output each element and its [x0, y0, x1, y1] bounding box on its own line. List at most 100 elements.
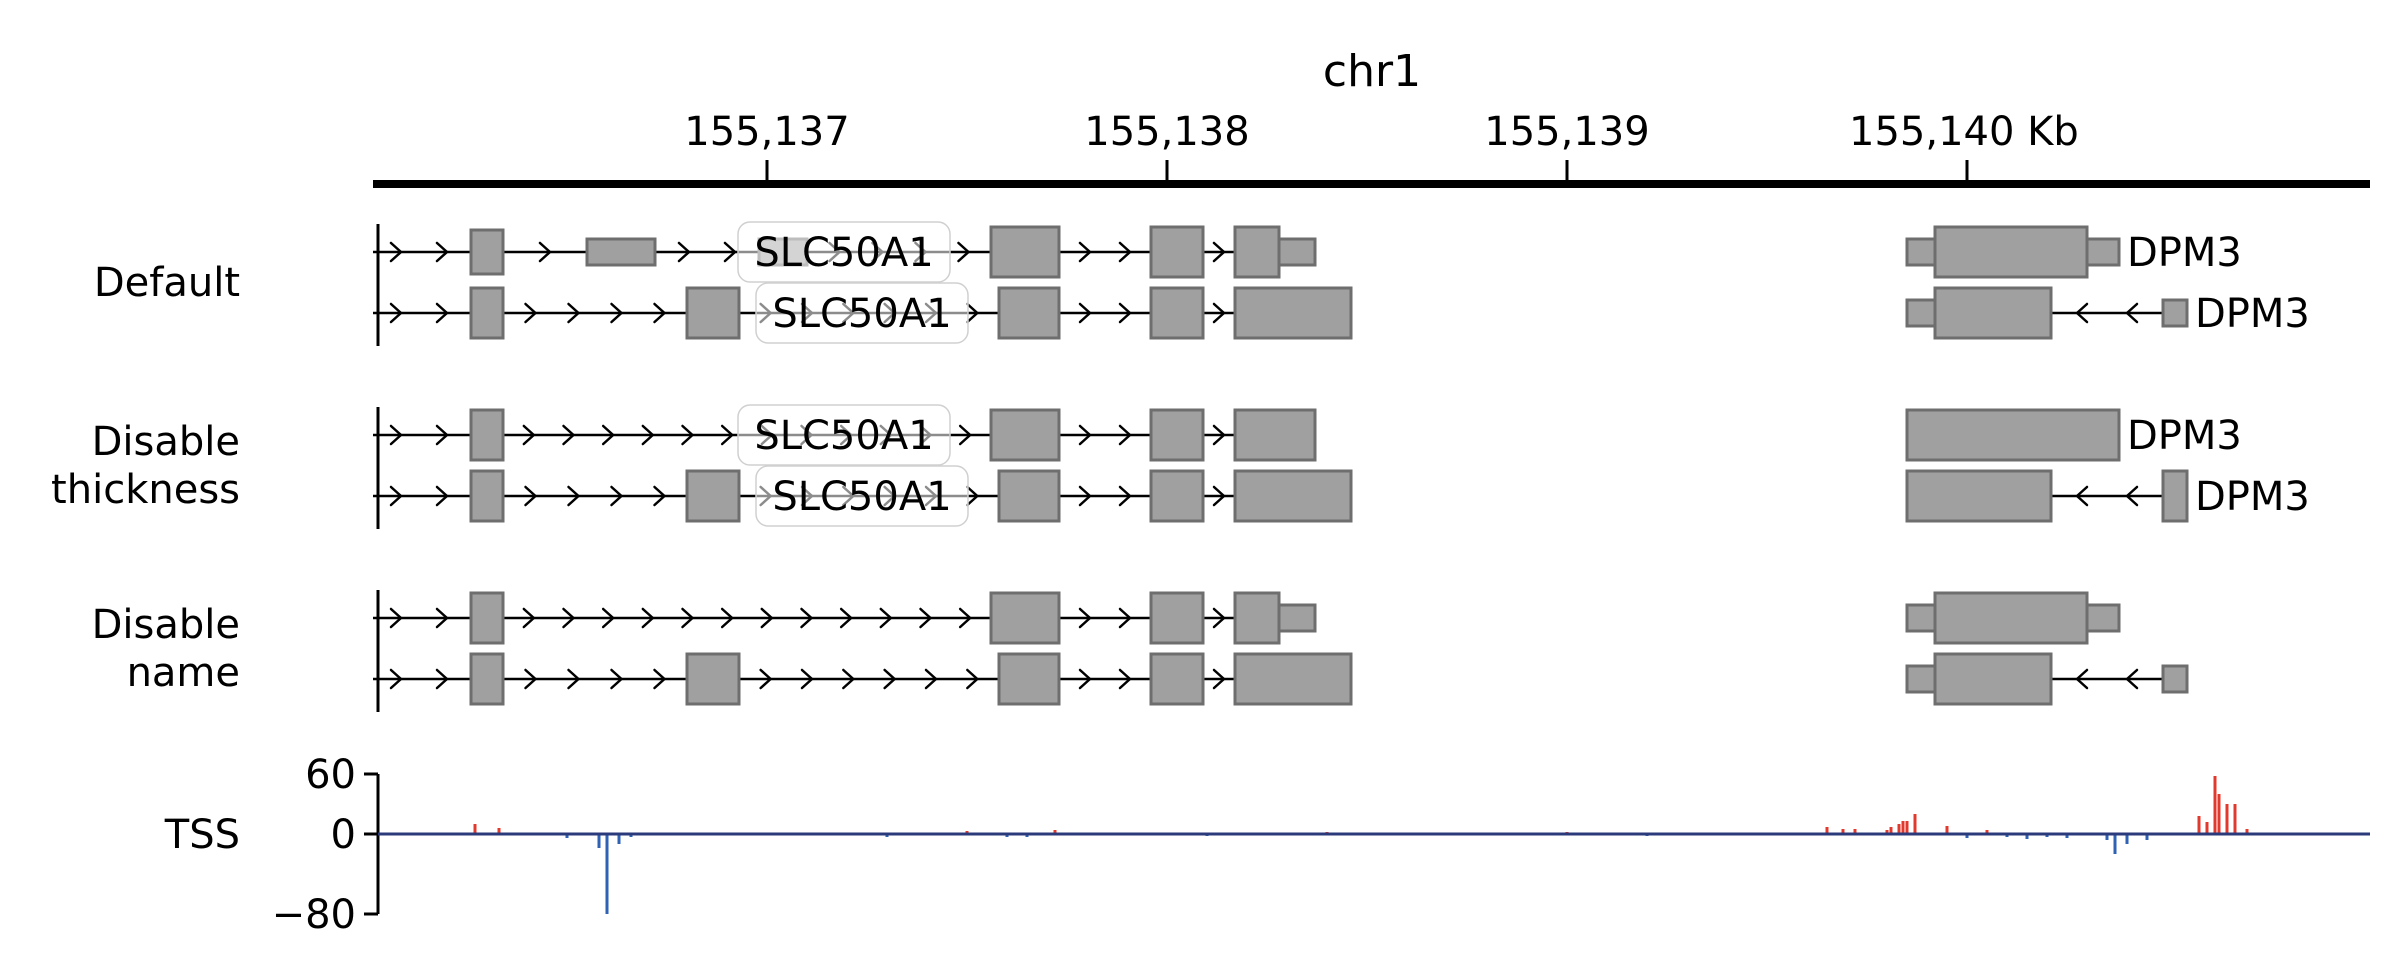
chevron-right-icon	[720, 607, 734, 629]
exon	[1149, 286, 1205, 340]
chevron-right-icon	[759, 668, 772, 690]
exon	[1933, 286, 2053, 340]
exon	[585, 237, 657, 267]
chevron-right-icon	[522, 607, 536, 629]
signal-y-tick-label: −80	[272, 892, 356, 938]
chevron-right-icon	[1078, 668, 1092, 690]
chevron-right-icon	[760, 607, 774, 629]
chevron-right-icon	[1078, 485, 1092, 507]
exon	[469, 228, 505, 276]
axis-tick-label: 155,138	[1084, 109, 1249, 155]
chevron-left-icon	[2125, 668, 2139, 690]
chevron-right-icon	[1212, 424, 1226, 446]
exon	[1233, 652, 1353, 706]
chevron-right-icon	[966, 668, 979, 690]
exon	[2161, 469, 2189, 523]
gene-label-box	[737, 404, 951, 466]
chevron-right-icon	[610, 668, 623, 690]
chevron-right-icon	[435, 607, 449, 629]
gene-name-label: DPM3	[2195, 474, 2310, 520]
axis-tick-label: 155,137	[684, 109, 849, 155]
exon	[997, 286, 1061, 340]
track-label: thickness	[51, 467, 240, 513]
chevron-right-icon	[1078, 302, 1092, 324]
chevron-right-icon	[389, 241, 403, 263]
exon	[989, 591, 1061, 645]
chevron-right-icon	[723, 241, 737, 263]
gene-name-label: SLC50A1	[754, 413, 933, 459]
track-label: Disable	[92, 419, 240, 465]
signal-y-tick-label: 0	[331, 812, 356, 858]
chevron-right-icon	[919, 607, 932, 629]
chevron-right-icon	[677, 241, 691, 263]
exon	[2085, 237, 2121, 267]
exon	[1233, 225, 1281, 279]
gene-name-label: SLC50A1	[772, 291, 951, 337]
chevron-right-icon	[641, 424, 655, 446]
chevron-right-icon	[1212, 302, 1226, 324]
chevron-right-icon	[839, 607, 853, 629]
chevron-right-icon	[1212, 668, 1226, 690]
chevron-right-icon	[842, 668, 855, 690]
chevron-right-icon	[957, 241, 970, 263]
exon	[469, 408, 505, 462]
chevron-right-icon	[720, 424, 734, 446]
chevron-right-icon	[389, 424, 403, 446]
chevron-right-icon	[435, 302, 449, 324]
exon	[1933, 225, 2089, 279]
exon	[685, 286, 741, 340]
exon	[1149, 591, 1205, 645]
chevron-right-icon	[562, 607, 575, 629]
exon	[1149, 652, 1205, 706]
chevron-right-icon	[958, 424, 972, 446]
exon	[1233, 286, 1353, 340]
chevron-right-icon	[435, 668, 449, 690]
exon	[1233, 408, 1317, 462]
chevron-right-icon	[389, 485, 403, 507]
exon	[1905, 237, 1937, 267]
exon	[469, 591, 505, 645]
chevron-right-icon	[653, 485, 666, 507]
chevron-right-icon	[1078, 241, 1092, 263]
chevron-right-icon	[1118, 424, 1132, 446]
exon	[1149, 225, 1205, 279]
chevron-right-icon	[610, 485, 623, 507]
chevron-right-icon	[1212, 485, 1226, 507]
exon	[989, 408, 1061, 462]
transcript-dpm3: DPM3	[1905, 469, 2310, 523]
exon	[1233, 469, 1353, 523]
chevron-right-icon	[1078, 424, 1092, 446]
chevron-right-icon	[389, 607, 403, 629]
exon	[1277, 237, 1317, 267]
exon	[1149, 469, 1205, 523]
chevron-right-icon	[681, 607, 694, 629]
axis-tick-label: 155,140 Kb	[1849, 109, 2079, 155]
gene-label-box	[737, 221, 951, 283]
exon	[2161, 298, 2189, 328]
chevron-right-icon	[883, 668, 896, 690]
transcript-dpm3	[1905, 652, 2189, 706]
chevron-right-icon	[958, 607, 972, 629]
exon	[2085, 603, 2121, 633]
exon	[469, 469, 505, 523]
exon	[1905, 408, 2121, 462]
exon	[1933, 591, 2089, 645]
chevron-right-icon	[641, 607, 655, 629]
transcript-dpm3: DPM3	[1905, 408, 2242, 462]
gene-label-box	[755, 282, 969, 344]
exon	[469, 652, 505, 706]
exon	[1905, 603, 1937, 633]
transcript-dpm3: DPM3	[1905, 225, 2242, 279]
gene-name-label: SLC50A1	[754, 230, 933, 276]
exon	[1905, 298, 1937, 328]
chevron-right-icon	[435, 424, 449, 446]
chevron-right-icon	[435, 485, 449, 507]
exon	[997, 469, 1061, 523]
gene-name-label: DPM3	[2195, 291, 2310, 337]
chevron-left-icon	[2125, 485, 2139, 507]
chevron-right-icon	[601, 424, 615, 446]
exon	[1149, 408, 1205, 462]
